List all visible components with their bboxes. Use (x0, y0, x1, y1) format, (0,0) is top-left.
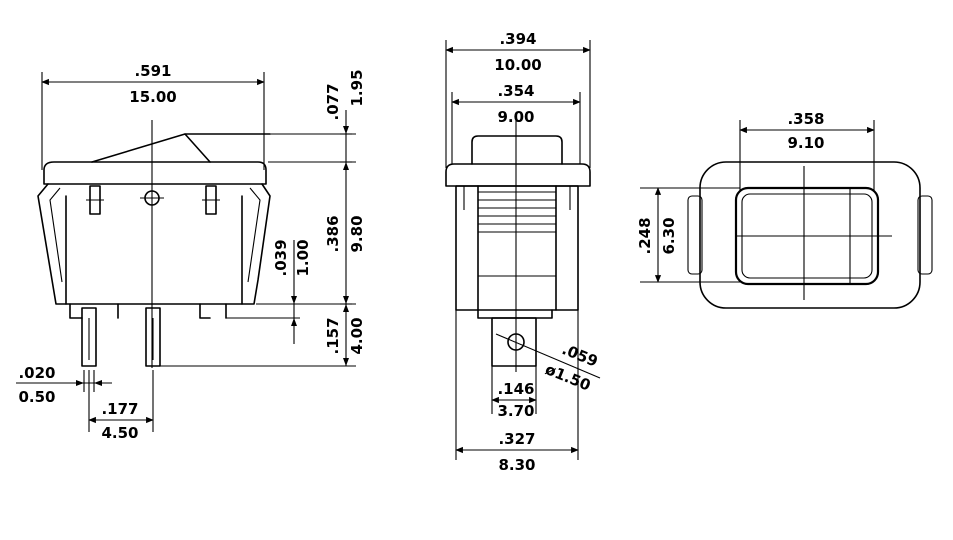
dim-window-height-mm: 6.30 (660, 217, 678, 254)
dim-window-height-inch: .248 (636, 217, 654, 254)
dim-pin-width-inch: .146 (497, 380, 534, 398)
end-view: .394 10.00 .354 9.00 .059 ø1.50 .146 3.7… (445, 30, 600, 474)
dim-pin-thickness-inch: .020 (18, 364, 55, 382)
dim-pin-pitch-mm: 4.50 (101, 424, 138, 442)
dim-bezel-width-mm: 10.00 (494, 56, 541, 74)
dim-width-mm: 15.00 (129, 88, 176, 106)
dim-width-inch: .591 (134, 62, 171, 80)
dim-body-height-inch: .386 (324, 215, 342, 252)
end-body (455, 185, 579, 311)
dim-step-inch: .039 (272, 239, 290, 276)
pin-center (145, 307, 161, 367)
dim-rocker-height-mm: 1.95 (348, 69, 366, 106)
pin-left (81, 307, 97, 367)
housing (37, 183, 271, 305)
top-view: .358 9.10 .248 6.30 (636, 110, 933, 309)
top-bezel-outline (699, 161, 921, 309)
end-pin (491, 317, 537, 367)
dim-window-width-inch: .358 (787, 110, 824, 128)
top-latch-left (687, 195, 703, 275)
dim-rocker-width-mm: 9.00 (497, 108, 534, 126)
dim-pin-pitch-inch: .177 (101, 400, 138, 418)
top-latch-right (917, 195, 933, 275)
dim-body-width-mm: 8.30 (498, 456, 535, 474)
end-ribs (478, 191, 556, 233)
rocker-actuator (91, 133, 211, 163)
dim-step-mm: 1.00 (294, 239, 312, 276)
dim-body-height-mm: 9.80 (348, 215, 366, 252)
end-rocker (471, 135, 563, 165)
dim-pin-length-mm: 4.00 (348, 317, 366, 354)
bezel (43, 161, 267, 185)
dim-rocker-height-inch: .077 (324, 83, 342, 120)
end-bezel (445, 163, 591, 187)
dim-bezel-width-inch: .394 (499, 30, 536, 48)
dim-window-width-mm: 9.10 (787, 134, 824, 152)
dim-body-width-inch: .327 (498, 430, 535, 448)
dim-pin-width-mm: 3.70 (497, 402, 534, 420)
dim-pin-thickness-mm: 0.50 (18, 388, 55, 406)
dim-pin-length-inch: .157 (324, 317, 342, 354)
dim-rocker-width-inch: .354 (497, 82, 534, 100)
side-view: .591 15.00 .077 1.95 .386 9.80 .157 4.00… (16, 62, 366, 442)
